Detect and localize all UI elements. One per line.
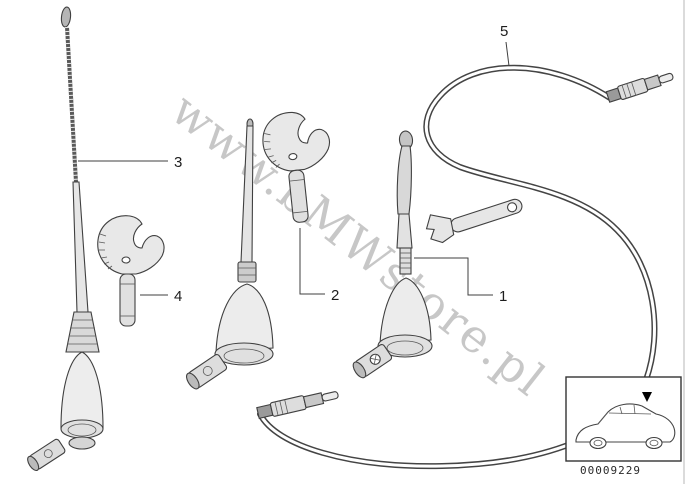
car-thumbnail — [575, 392, 676, 450]
cable-connector-bottom — [256, 391, 339, 420]
leader-line-1 — [414, 257, 493, 296]
part-wrench-tool — [425, 198, 523, 244]
part-number: 00009229 — [580, 464, 641, 477]
part-cable — [256, 64, 674, 470]
location-arrow-icon — [642, 392, 652, 402]
part-key-a — [97, 215, 165, 327]
callout-1[interactable]: 1 — [499, 288, 507, 305]
cable-connector-top — [605, 72, 674, 103]
callout-4[interactable]: 4 — [174, 288, 182, 305]
leader-line-5 — [505, 41, 510, 67]
part-antenna-base — [352, 130, 433, 379]
callout-2[interactable]: 2 — [331, 287, 339, 304]
callout-5[interactable]: 5 — [500, 23, 508, 40]
car-inset-box — [565, 376, 682, 462]
callout-3[interactable]: 3 — [174, 154, 182, 171]
leader-line-2 — [299, 228, 325, 295]
part-antenna-short — [185, 118, 274, 390]
part-antenna-long — [27, 6, 104, 472]
